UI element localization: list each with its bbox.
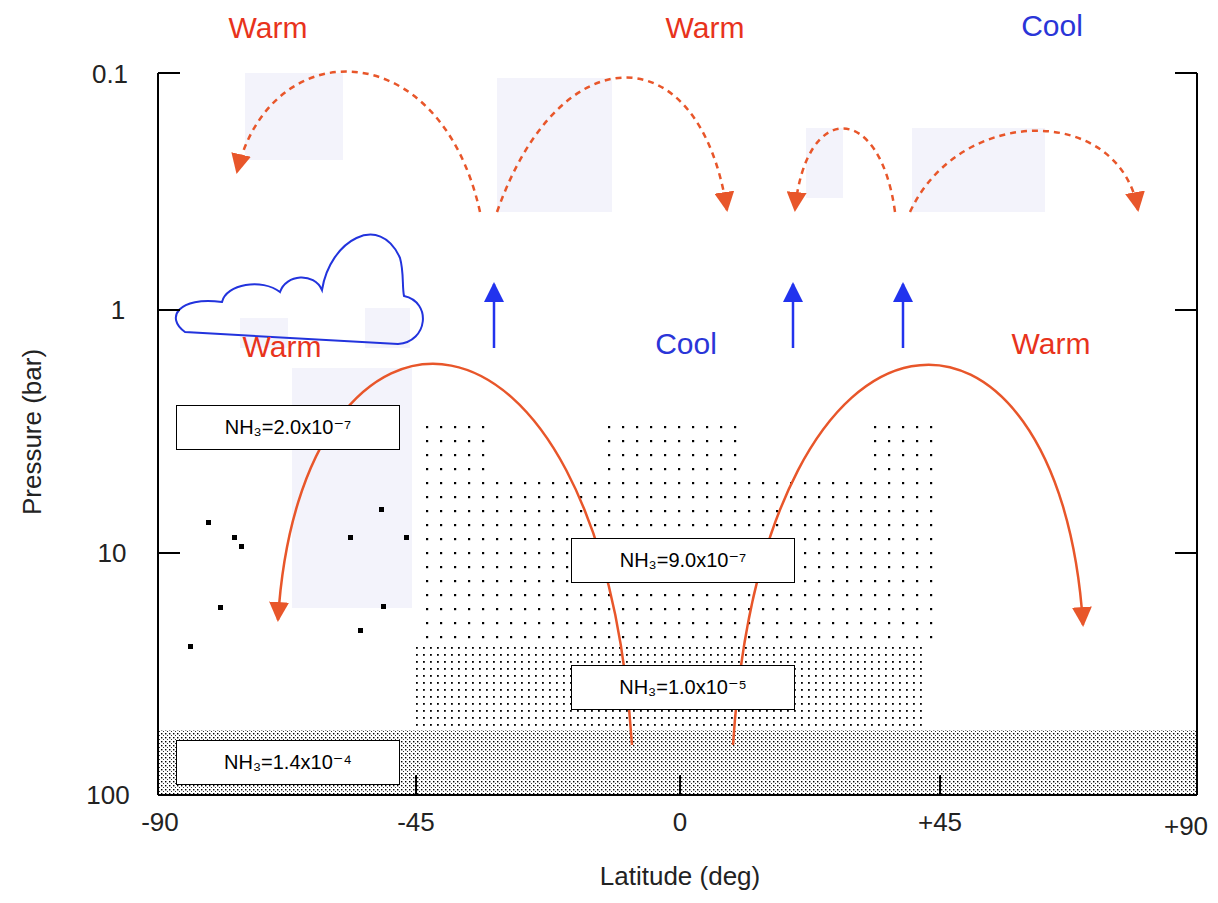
temperature-label: Cool — [655, 329, 717, 359]
abundance-box: NH₃=1.4x10⁻⁴ — [176, 740, 400, 785]
abundance-value: NH₃=2.0x10⁻⁷ — [225, 416, 352, 438]
axis-tick-label: +90 — [1164, 813, 1208, 839]
axis-tick-label: +45 — [918, 809, 962, 835]
scattered-dots — [188, 507, 409, 649]
axes-frame — [158, 73, 1197, 795]
upper-circulation-arrows — [237, 72, 1138, 212]
temperature-label: Cool — [1021, 11, 1083, 41]
abundance-value: NH₃=1.0x10⁻⁵ — [619, 676, 747, 698]
abundance-value: NH₃=1.4x10⁻⁴ — [224, 751, 352, 773]
axis-tick-label: -90 — [141, 809, 179, 835]
abundance-box: NH₃=9.0x10⁻⁷ — [571, 538, 795, 583]
abundance-value: NH₃=9.0x10⁻⁷ — [620, 549, 747, 571]
temperature-label: Warm — [666, 13, 745, 43]
axis-title: Pressure (bar) — [19, 349, 45, 515]
axis-tick-label: 10 — [98, 540, 127, 566]
abundance-box: NH₃=1.0x10⁻⁵ — [571, 665, 795, 710]
temperature-label: Warm — [1012, 329, 1091, 359]
axis-title: Latitude (deg) — [600, 863, 760, 889]
axis-tick-label: 0 — [673, 809, 687, 835]
axis-tick-label: -45 — [397, 809, 435, 835]
abundance-box: NH₃=2.0x10⁻⁷ — [176, 405, 400, 450]
temperature-label: Warm — [243, 332, 322, 362]
cloud-outline — [176, 235, 423, 344]
axis-tick-label: 100 — [86, 782, 129, 808]
temperature-label: Warm — [229, 13, 308, 43]
axis-tick-label: 1 — [111, 297, 125, 323]
axis-tick-label: 0.1 — [92, 61, 128, 87]
stipple — [158, 420, 1197, 795]
